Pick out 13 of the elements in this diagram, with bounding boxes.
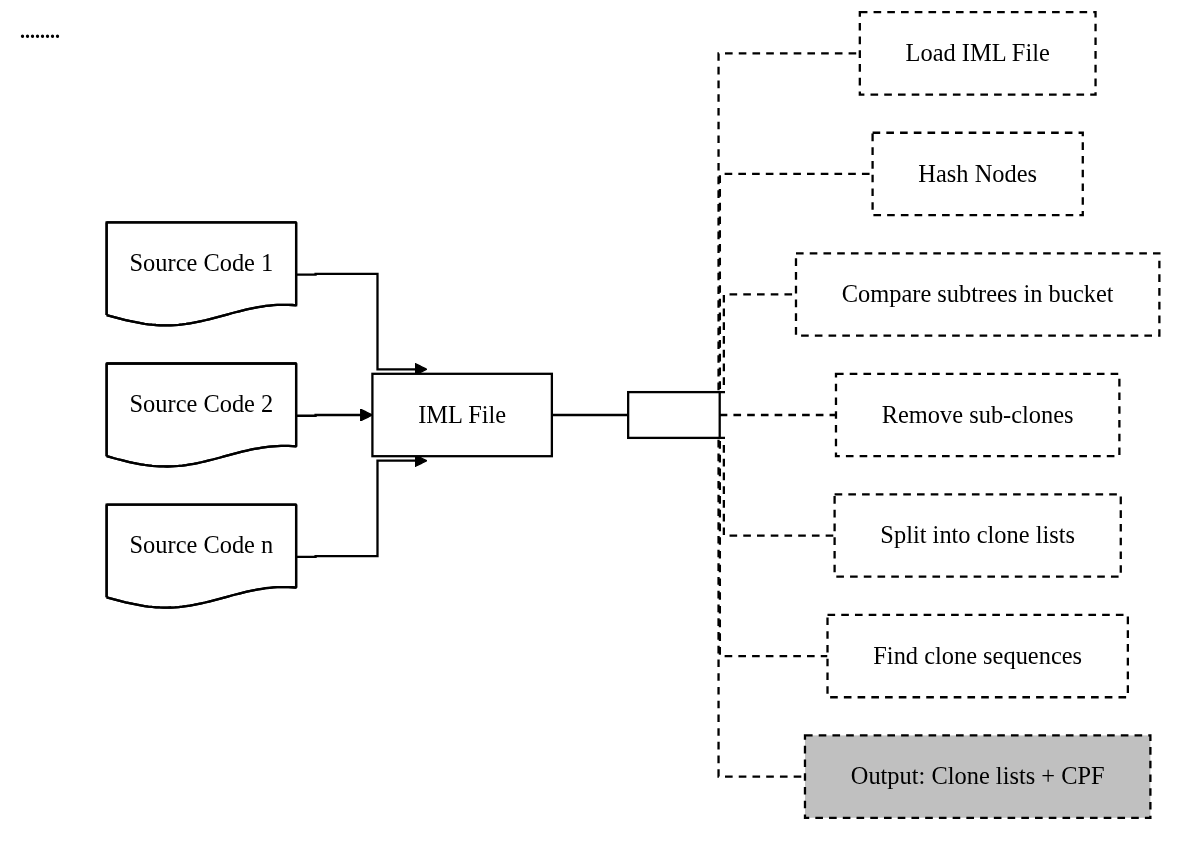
connector (719, 413, 836, 417)
node-box: Split into clone lists (833, 493, 1122, 578)
node-box: Hash Nodes (871, 131, 1084, 217)
node-box: Output: Clone lists + CPF (803, 734, 1152, 819)
node-box: Remove sub-clones (834, 372, 1121, 458)
node-box: Compare subtrees in bucket (794, 252, 1161, 337)
node-box: IML File (371, 372, 553, 458)
node-box (627, 390, 721, 440)
connector (551, 413, 629, 417)
ellipsis-dots: ........ (20, 20, 60, 43)
node-box: Load IML File (858, 11, 1097, 96)
arrow (296, 408, 373, 422)
node-box: Find clone sequences (826, 613, 1129, 699)
